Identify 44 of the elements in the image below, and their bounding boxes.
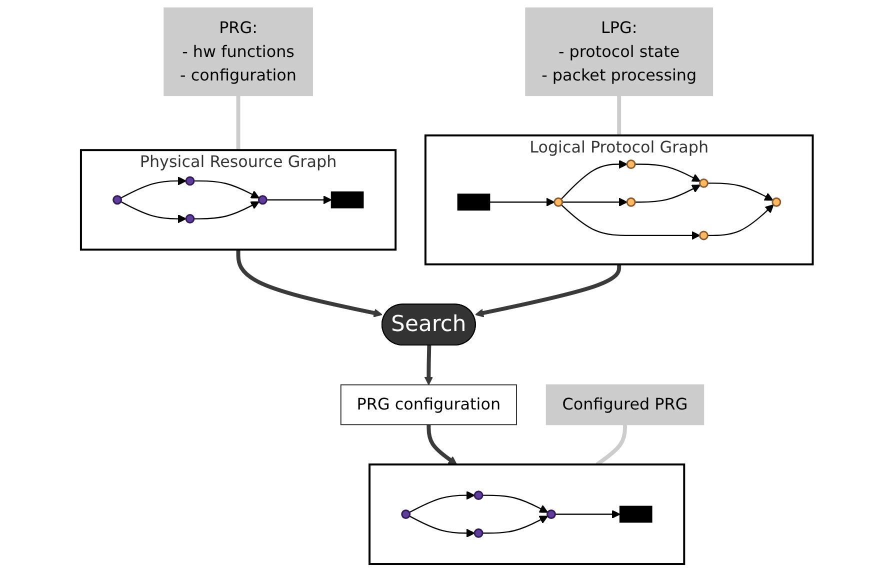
arrow [707, 182, 773, 201]
arrow [482, 516, 548, 534]
circle-node [184, 214, 194, 224]
graph-frame: Physical Resource Graph [80, 149, 396, 251]
arrow [554, 510, 620, 519]
bar-symbol [330, 191, 364, 208]
arrow [634, 184, 700, 203]
arrow [408, 490, 475, 513]
circle-node [112, 195, 122, 205]
arrow [408, 516, 475, 538]
process-box: PRG configuration [340, 384, 517, 426]
arrow [236, 250, 382, 318]
bar-symbol [619, 506, 652, 523]
circle-node [553, 197, 563, 207]
arrow [707, 204, 774, 236]
circle-node [400, 510, 410, 519]
circle-node [473, 528, 483, 538]
arrow [194, 180, 260, 198]
arrow [426, 424, 457, 465]
arrow [194, 201, 260, 220]
circle-node [184, 176, 194, 186]
arrow [424, 345, 433, 386]
circle-node [626, 160, 636, 169]
bar-symbol [456, 194, 490, 211]
note-box: LPG: - protocol state - packet processing [524, 7, 713, 96]
arrow [562, 198, 628, 206]
note-box: Configured PRG [546, 384, 704, 426]
arrow [482, 494, 548, 513]
graph-frame: Logical Protocol Graph [424, 134, 814, 266]
arrow [634, 164, 700, 182]
arrow [560, 160, 628, 200]
arrow [560, 204, 700, 240]
search-pill: Search [381, 304, 476, 346]
circle-node [698, 230, 708, 240]
note-box: PRG: - hw functions - configuration [163, 7, 313, 96]
graph-frame [368, 463, 685, 566]
circle-node [626, 197, 636, 207]
arrow [120, 201, 186, 224]
circle-node [771, 197, 781, 207]
arrow [489, 198, 554, 206]
arrow [120, 176, 186, 199]
circle-node [258, 195, 268, 205]
arrow [266, 196, 332, 204]
circle-node [473, 490, 483, 500]
